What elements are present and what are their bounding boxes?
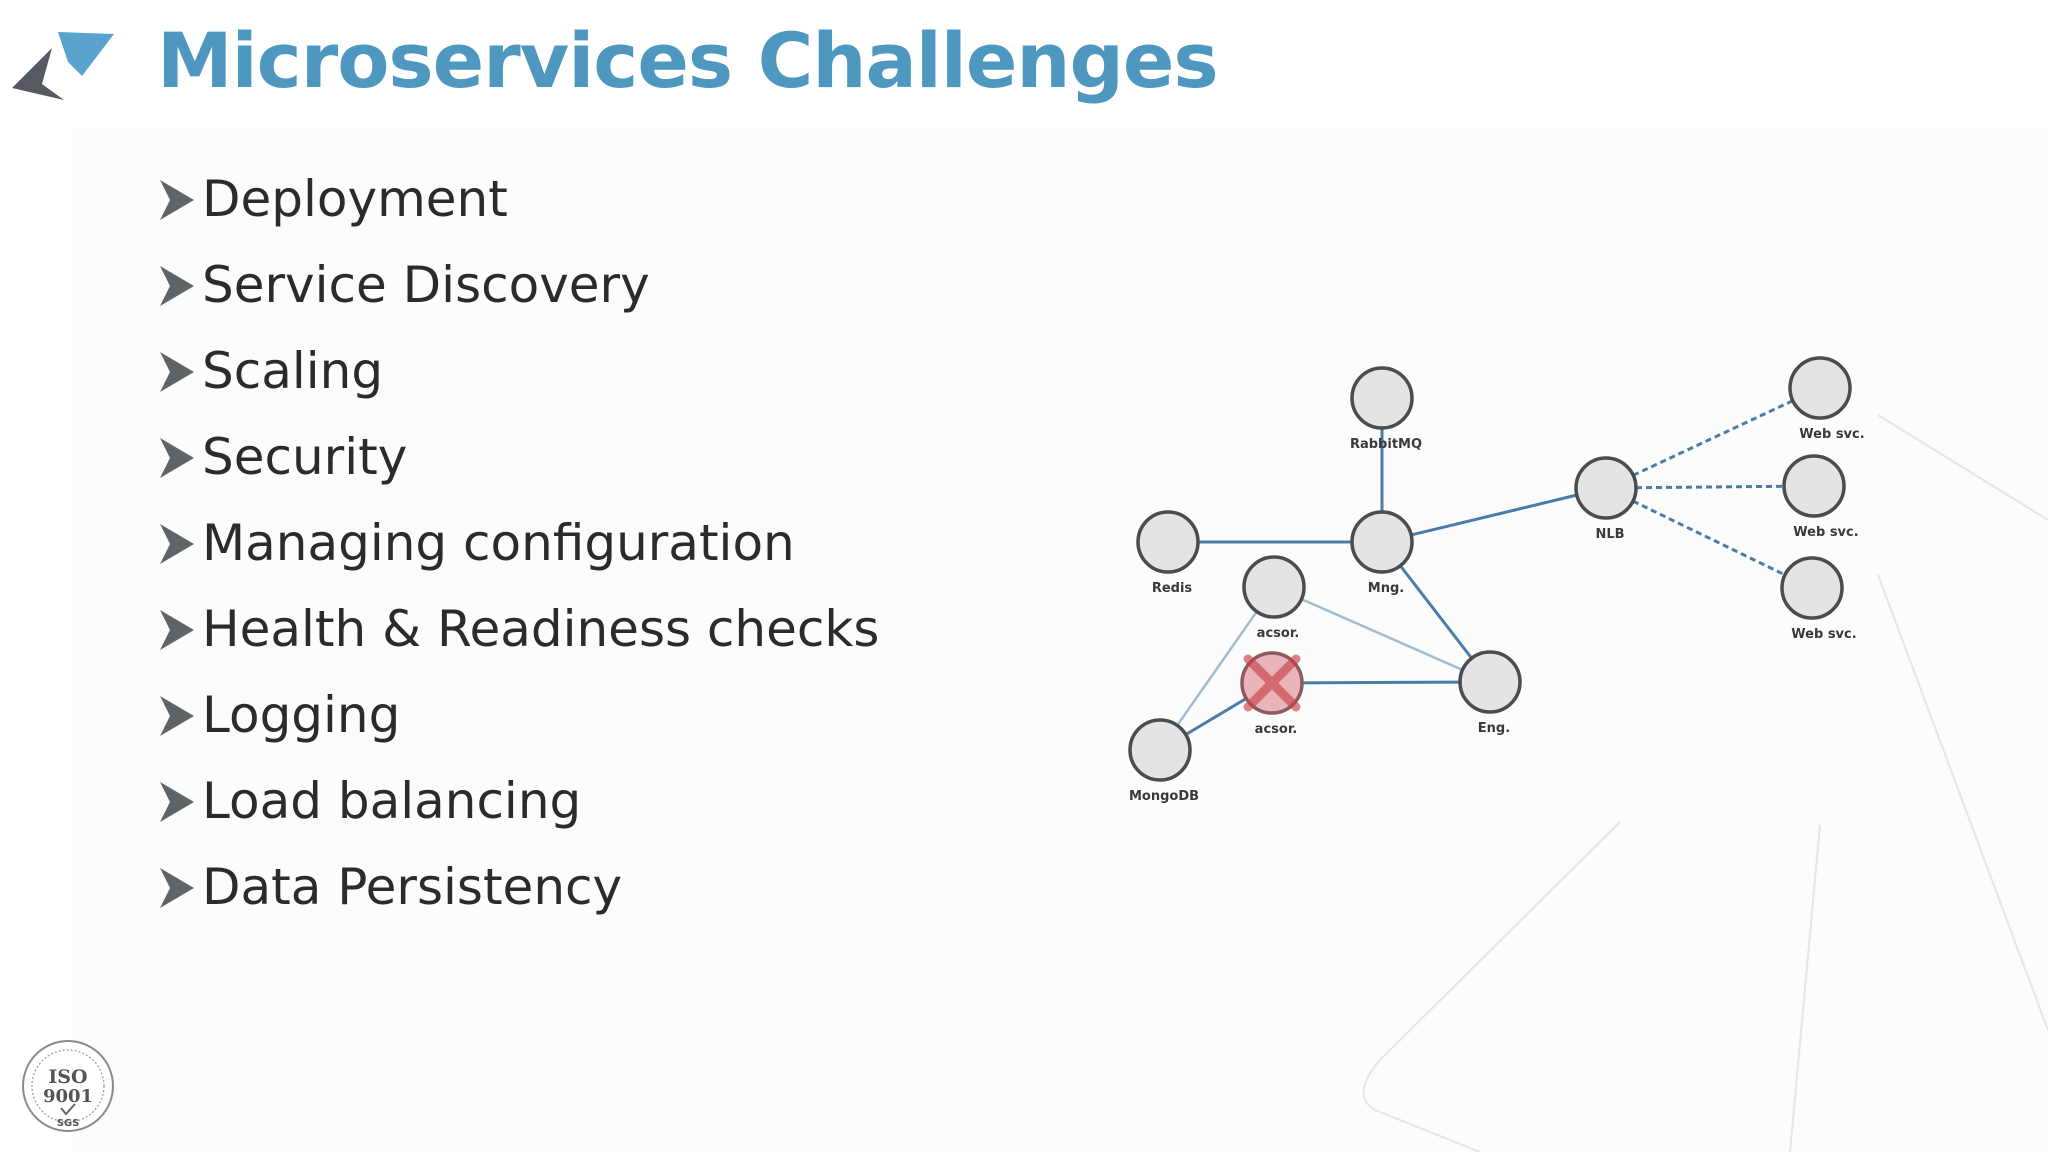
node-label: NLB [1595,527,1624,542]
node-label: acsor. [1255,722,1298,737]
badge-issuer: SGS [57,1118,80,1129]
challenge-label: Service Discovery [202,256,650,314]
node-rabbitmq: RabbitMQ [1350,366,1422,452]
challenge-item: Deployment [160,164,879,250]
node-acsor2: acsor. [1240,651,1304,737]
arrow-bullet-icon [160,868,194,908]
arrow-bullet-icon [160,266,194,306]
failure-x-icon [1243,654,1301,712]
diagram-nodes: RabbitMQ Redis Mng. NLB acsor. acsor. Eng. Mong… [1128,356,1865,804]
challenge-item: Security [160,422,879,508]
challenge-label: Logging [202,686,401,744]
node-mng: Mng. [1350,510,1414,596]
challenge-label: Deployment [202,170,508,228]
arrow-bullet-icon [160,352,194,392]
challenge-label: Load balancing [202,772,582,830]
challenge-item: Service Discovery [160,250,879,336]
node-circle [1128,718,1192,782]
arrow-bullet-icon [160,696,194,736]
node-label: acsor. [1257,626,1300,641]
node-circle [1350,366,1414,430]
node-nlb: NLB [1574,456,1638,542]
node-label: Mng. [1368,581,1404,596]
node-label: Web svc. [1793,525,1858,540]
node-label: Web svc. [1799,427,1864,442]
node-web2: Web svc. [1782,454,1859,540]
node-circle [1242,555,1306,619]
node-circle [1350,510,1414,574]
challenge-item: Scaling [160,336,879,422]
node-circle [1136,510,1200,574]
challenge-item: Logging [160,680,879,766]
node-mongodb: MongoDB [1128,718,1199,804]
node-circle [1780,556,1844,620]
brand-logo-icon [12,32,114,100]
arrow-bullet-icon [160,438,194,478]
badge-text-top: ISO [48,1066,87,1088]
architecture-diagram: RabbitMQ Redis Mng. NLB acsor. acsor. Eng. Mong… [1128,356,1865,804]
iso-certification-badge: ISO 9001 SGS [22,1040,114,1132]
slide-title: Microservices Challenges [157,16,1219,105]
badge-text-bottom: 9001 [43,1086,93,1107]
node-circle [1574,456,1638,520]
node-redis: Redis [1136,510,1200,596]
node-web1: Web svc. [1788,356,1865,442]
node-label: MongoDB [1129,789,1199,804]
node-label: Eng. [1478,721,1510,736]
challenge-label: Health & Readiness checks [202,600,880,658]
arrow-bullet-icon [160,782,194,822]
challenge-item: Data Persistency [160,852,879,938]
challenge-label: Data Persistency [202,858,623,916]
edge-nlb-web3 [1605,486,1813,590]
edge-mng-nlb [1381,486,1607,544]
node-label: Web svc. [1791,627,1856,642]
node-label: RabbitMQ [1350,437,1422,452]
edge-acsor2-eng [1271,680,1491,685]
challenge-item: Health & Readiness checks [160,594,879,680]
edge-nlb-web2 [1605,484,1815,490]
edge-acsor1-eng [1273,585,1491,684]
node-web3: Web svc. [1780,556,1857,642]
challenge-item: Managing configuration [160,508,879,594]
node-circle [1458,650,1522,714]
node-label: Redis [1152,581,1193,596]
background-panel [72,128,2048,1152]
arrow-bullet-icon [160,524,194,564]
challenge-list: Deployment Service Discovery Scaling Sec… [160,164,879,938]
node-acsor1: acsor. [1242,555,1306,641]
challenge-label: Managing configuration [202,514,795,572]
arrow-bullet-icon [160,180,194,220]
node-eng: Eng. [1458,650,1522,736]
node-circle [1788,356,1852,420]
edge-acsor1-mongodb [1158,586,1276,751]
challenge-label: Scaling [202,342,384,400]
challenge-label: Security [202,428,408,486]
arrow-bullet-icon [160,610,194,650]
challenge-item: Load balancing [160,766,879,852]
node-circle [1782,454,1846,518]
